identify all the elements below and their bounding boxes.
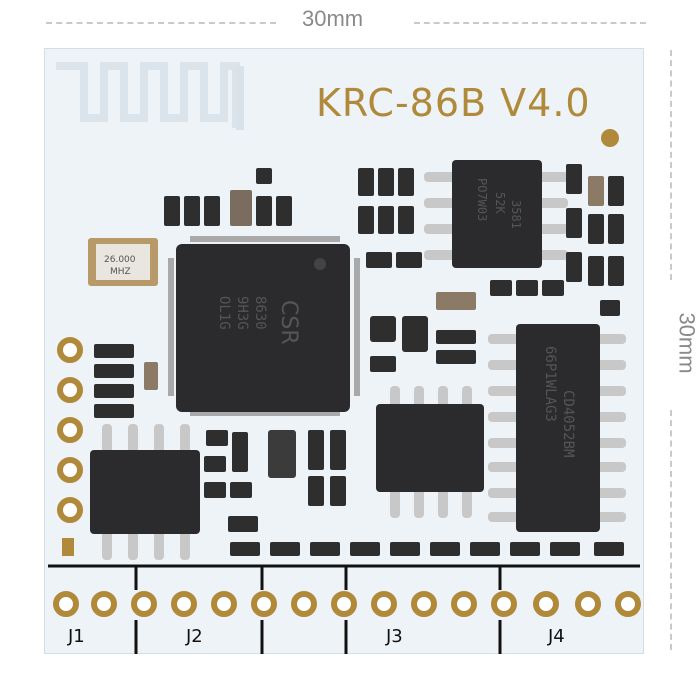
antenna-trace (56, 62, 240, 128)
height-dimension-line-top (670, 50, 672, 280)
soc-line3: OL1G (216, 296, 232, 330)
width-dimension-line-left (46, 22, 276, 24)
crystal-line1: 26.000 (104, 255, 136, 265)
header-label-j2: J2 (185, 626, 203, 647)
header-label-j3: J3 (385, 626, 403, 647)
soc-line2: 9H3G (234, 296, 250, 330)
soc-line1: 8630 (252, 296, 268, 330)
header-strip (48, 564, 640, 654)
soc-pins (168, 236, 360, 416)
mux-line2: CD4052BM (560, 390, 576, 457)
header-label-j4: J4 (547, 626, 565, 647)
header-pins (53, 591, 641, 617)
analog-mux-chip: 66P1WLAG3 CD4052BM (488, 324, 626, 532)
gold-pad (62, 538, 74, 556)
passive-components (94, 164, 624, 556)
crystal-oscillator: 26.000 MHZ (88, 238, 158, 286)
side-pads (57, 337, 83, 523)
op-amp-top-line1: PO7W03 (475, 178, 489, 221)
height-dimension-line-bottom (670, 410, 672, 650)
op-amp-chip-top: PO7W03 52K 3581 (424, 160, 568, 268)
op-amp-chip-left (90, 424, 200, 560)
op-amp-top-line2: 52K (493, 192, 507, 214)
mux-line1: 66P1WLAG3 (542, 346, 558, 422)
op-amp-chip-middle (376, 386, 484, 518)
op-amp-top-line3: 3581 (509, 200, 523, 229)
soc-brand: CSR (276, 300, 301, 345)
width-dimension-line-right (414, 22, 646, 24)
fiducial-dot (601, 129, 619, 147)
board-model-label: KRC-86B V4.0 (316, 81, 591, 125)
crystal-line2: MHZ (110, 267, 131, 277)
width-dimension-label: 30mm (302, 6, 364, 31)
header-label-j1: J1 (67, 626, 85, 647)
antenna-feed (236, 66, 244, 130)
csr-bluetooth-chip: CSR 8630 9H3G OL1G (168, 236, 360, 416)
